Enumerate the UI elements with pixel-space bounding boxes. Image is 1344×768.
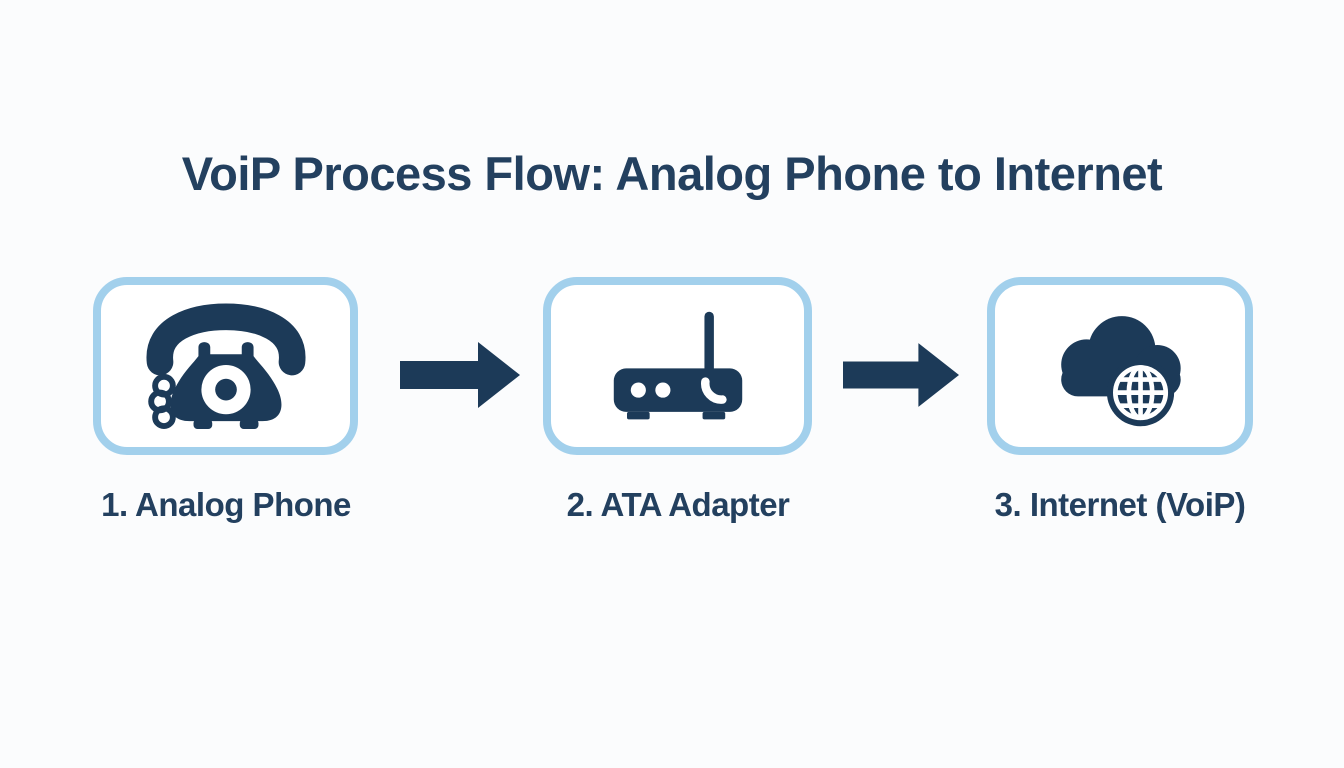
step-label-ata-adapter: 2. ATA Adapter bbox=[566, 486, 790, 523]
step-box-internet-voip bbox=[987, 277, 1253, 455]
step-box-ata-adapter bbox=[543, 277, 812, 455]
rotary-phone-icon bbox=[146, 303, 305, 429]
ata-adapter-icon bbox=[613, 311, 742, 419]
diagram-title: VoiP Process Flow: Analog Phone to Inter… bbox=[181, 147, 1163, 200]
flow-arrow-right-icon-1 bbox=[400, 342, 520, 408]
flow-arrow-right-icon-2 bbox=[843, 343, 959, 407]
cloud-globe-icon bbox=[1061, 315, 1181, 426]
step-label-analog-phone: 1. Analog Phone bbox=[101, 486, 351, 523]
step-box-analog-phone bbox=[93, 277, 358, 455]
step-label-internet-voip: 3. Internet (VoiP) bbox=[994, 486, 1246, 523]
